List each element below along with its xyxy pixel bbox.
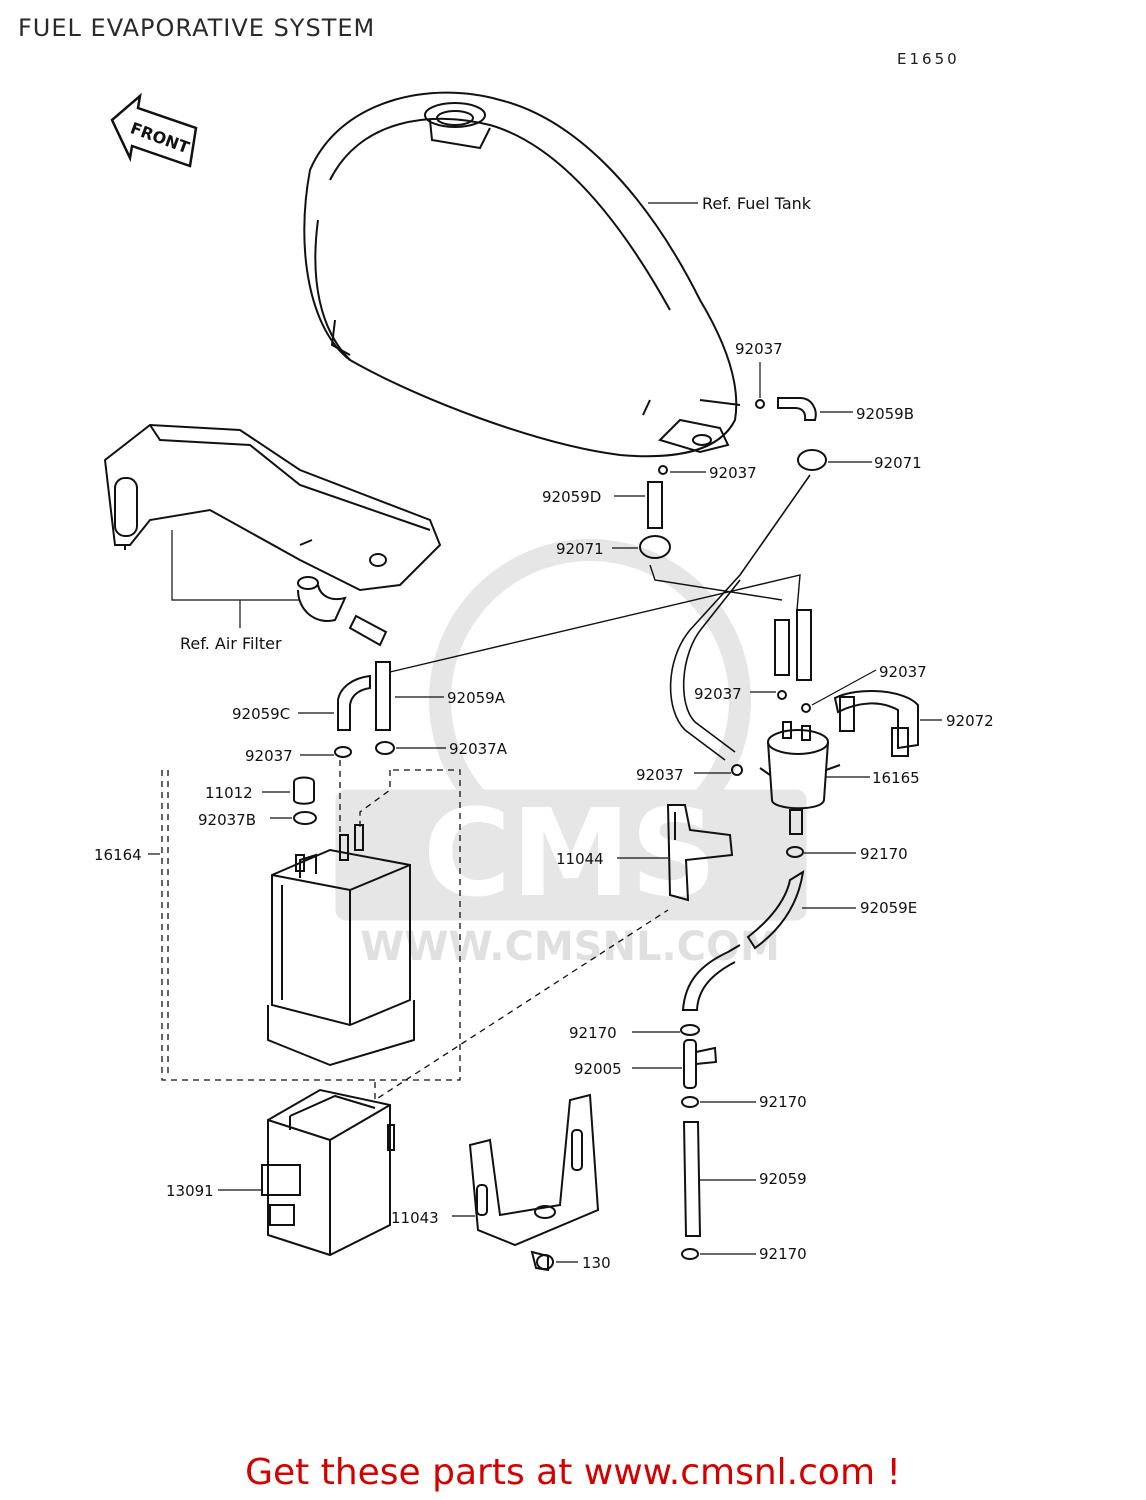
- label-ref-air-filter: Ref. Air Filter: [180, 634, 282, 653]
- hose-92059D: [647, 481, 663, 529]
- label-ref-fuel-tank: Ref. Fuel Tank: [702, 194, 812, 213]
- clamp-92037-left: [334, 746, 352, 758]
- label-92170: 92170: [860, 845, 908, 863]
- label-11012: 11012: [205, 784, 253, 802]
- hose-92059B: [777, 397, 817, 421]
- tube-pair-left: [774, 619, 790, 676]
- label-92037B: 92037B: [198, 811, 257, 829]
- label-92072: 92072: [946, 712, 994, 730]
- bracket-11043: [468, 1093, 600, 1247]
- grommet-92071-right: [797, 449, 827, 471]
- label-92071: 92071: [874, 454, 922, 472]
- clamp-92170-c: [681, 1096, 699, 1108]
- front-arrow-icon: FRONT: [110, 92, 198, 168]
- watermark-url: WWW.CMSNL.COM: [360, 924, 780, 970]
- label-92059: 92059: [759, 1170, 807, 1188]
- clamp-92170-b: [680, 1024, 700, 1036]
- label-11044: 11044: [556, 850, 604, 868]
- page-title: FUEL EVAPORATIVE SYSTEM: [18, 14, 376, 42]
- cap-11012: [293, 776, 315, 805]
- label-13091: 13091: [166, 1182, 214, 1200]
- promo-link[interactable]: Get these parts at www.cmsnl.com !: [245, 1452, 901, 1493]
- label-92005: 92005: [574, 1060, 622, 1078]
- clamp-92037A: [375, 741, 395, 755]
- label-16165: 16165: [872, 769, 920, 787]
- diagram-code: E1650: [897, 50, 960, 68]
- label-92059B: 92059B: [856, 405, 915, 423]
- label-16164: 16164: [94, 846, 142, 864]
- grommet-92071-left: [639, 535, 671, 559]
- label-92037: 92037: [694, 685, 742, 703]
- clamp-92037-right: [801, 703, 811, 713]
- clamp-92170-d: [681, 1248, 699, 1260]
- label-92059C: 92059C: [232, 705, 291, 723]
- label-92059D: 92059D: [542, 488, 602, 506]
- leader-lines: [148, 202, 942, 1263]
- clamp-92037-tank: [658, 465, 668, 475]
- label-92170: 92170: [759, 1245, 807, 1263]
- case-13091: [261, 1088, 395, 1257]
- label-92170: 92170: [759, 1093, 807, 1111]
- cms-watermark: CMS WWW.CMSNL.COM: [335, 539, 807, 970]
- label-92037: 92037: [636, 766, 684, 784]
- leader-dashes: [161, 760, 669, 1102]
- label-92037A: 92037A: [449, 740, 507, 758]
- clamp-92072: [833, 689, 919, 757]
- label-92037: 92037: [245, 747, 293, 765]
- canister-16164: [267, 824, 415, 1067]
- bolt-130: [530, 1250, 554, 1272]
- hose-92059A: [375, 661, 391, 731]
- label-92059A: 92059A: [447, 689, 505, 707]
- label-130: 130: [582, 1254, 611, 1272]
- label-92037: 92037: [735, 340, 783, 358]
- hose-92059: [682, 1121, 702, 1237]
- fuel-tank: [303, 91, 741, 458]
- label-92059E: 92059E: [860, 899, 918, 917]
- joint-92005: [683, 1039, 718, 1089]
- fuel-filter-16165: [759, 721, 841, 835]
- tube-pair-right: [796, 609, 812, 681]
- hose-long-right: [669, 474, 811, 761]
- label-92037: 92037: [709, 464, 757, 482]
- clamp-92037-lower: [731, 764, 743, 776]
- hose-92059C: [337, 674, 371, 731]
- label-92071: 92071: [556, 540, 604, 558]
- clamp-92170-a: [786, 846, 804, 858]
- clamp-92037B: [293, 811, 317, 825]
- air-filter-housing: [103, 423, 442, 592]
- label-92037: 92037: [879, 663, 927, 681]
- clamp-92037-filter: [777, 690, 787, 700]
- clamp-92037-top: [755, 399, 765, 409]
- air-filter-elbow: [297, 576, 388, 647]
- hose-92059E: [681, 870, 805, 1011]
- label-11043: 11043: [391, 1209, 439, 1227]
- bracket-11044: [666, 804, 734, 902]
- label-92170: 92170: [569, 1024, 617, 1042]
